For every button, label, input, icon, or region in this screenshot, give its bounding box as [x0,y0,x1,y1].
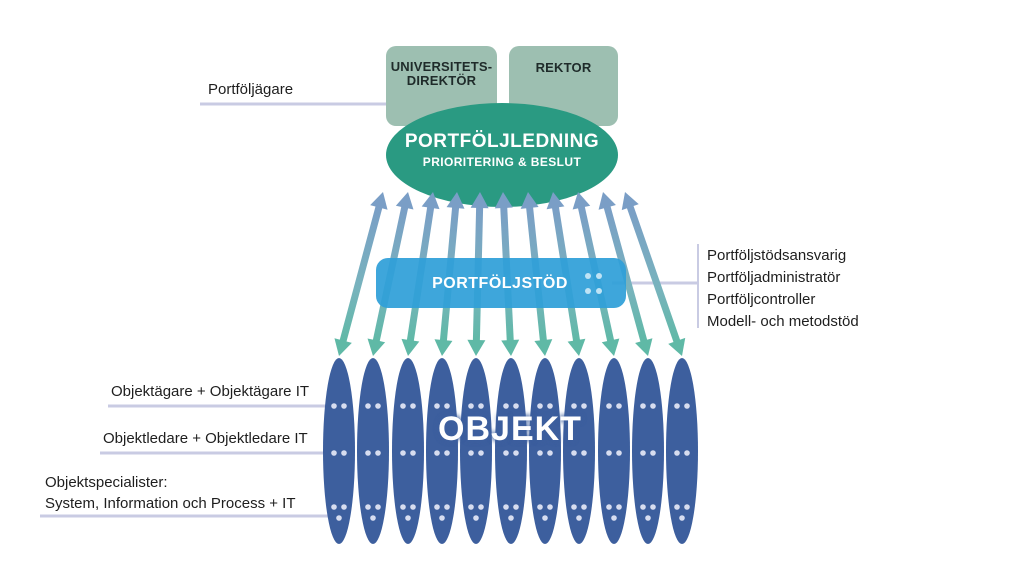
portfoljledning-ellipse [386,103,618,207]
label-objektspecialister-line2: System, Information och Process + IT [45,495,296,512]
portfoljstod-title: PORTFÖLJSTÖD [432,275,568,292]
stod-role-4: Modell- och metodstöd [707,313,859,330]
portfoljledning-subtitle: PRIORITERING & BESLUT [422,155,582,169]
objekt-ellipse-5 [460,358,492,544]
portfoljstod-bar [376,258,626,308]
universitetsdirektor-line1: UNIVERSITETS- [390,59,493,74]
objekt-ellipse-6 [495,358,527,544]
objekt-ellipse-7 [529,358,561,544]
objekt-title: OBJEKT [438,410,582,448]
universitetsdirektor-line2: DIREKTÖR [406,73,477,88]
objekt-group [323,358,698,544]
universitetsdirektor-label: UNIVERSITETS- DIREKTÖR [386,60,497,88]
objekt-ellipse-11 [666,358,698,544]
stod-role-1: Portföljstödsansvarig [707,247,847,264]
arrow-11 [621,192,686,356]
objekt-ellipse-4 [426,358,458,544]
arrow-1 [334,192,388,356]
label-objektagare: Objektägare + Objektägare IT [111,383,310,400]
objekt-ellipse-10 [632,358,664,544]
label-objektspecialister-line1: Objektspecialister: [45,474,168,491]
stod-role-3: Portföljcontroller [707,291,816,308]
objekt-ellipse-1 [323,358,355,544]
label-objektledare: Objektledare + Objektledare IT [103,430,308,447]
portfoljledning-title: PORTFÖLJLEDNING [404,131,600,152]
objekt-ellipse-2 [357,358,389,544]
label-portfoljagare: Portföljägare [208,81,294,98]
stod-role-2: Portföljadministratör [707,269,841,286]
objekt-ellipse-8 [563,358,595,544]
objekt-ellipse-3 [392,358,424,544]
rektor-label: REKTOR [535,60,592,75]
portfoljstod-dots-icon [585,273,602,294]
objekt-ellipse-9 [598,358,630,544]
